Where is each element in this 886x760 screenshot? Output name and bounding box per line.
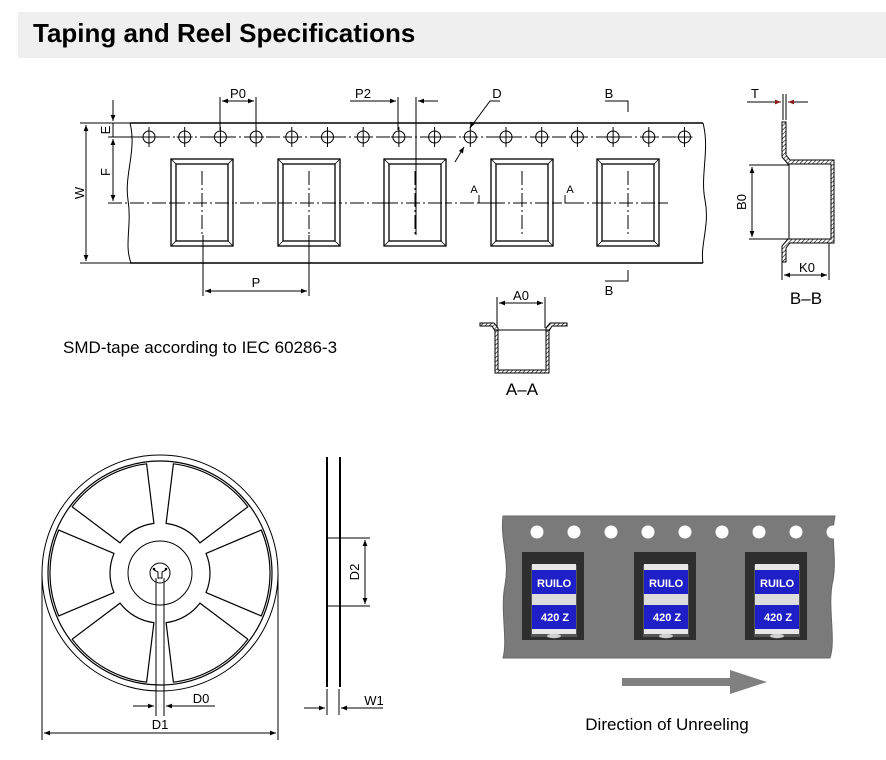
sprocket-hole (426, 127, 443, 147)
section-a-left-mark (478, 195, 488, 204)
reel-window (71, 602, 155, 683)
pocket (490, 158, 554, 247)
label-w: W (72, 186, 87, 199)
tape-break-left (126, 122, 133, 264)
reel-window (49, 529, 115, 617)
photo-sprocket-hole (641, 525, 655, 539)
tape-drawing: W E F P0 P2 D B B A A (63, 86, 707, 357)
reel-hub (127, 540, 193, 606)
sprocket-hole (605, 127, 622, 147)
sprocket-hole (533, 127, 550, 147)
section-a-right-mark (564, 195, 572, 204)
component-brand-text: RUILO (537, 578, 572, 590)
sprocket-hole (498, 127, 514, 147)
label-d1: D1 (152, 717, 169, 732)
tape-photo: RUILO 420 Z RUILO 420 Z RUILO 420 Z Direction… (501, 515, 842, 734)
photo-sprocket-hole (604, 525, 618, 539)
reel-window (165, 463, 249, 544)
section-b-bottom-mark (605, 270, 629, 282)
photo-sprocket-hole (567, 525, 581, 539)
unreeling-direction-arrow (622, 670, 767, 694)
dimension-d-leader (469, 100, 500, 129)
photo-sprocket-hole (828, 525, 842, 539)
label-d0: D0 (193, 691, 210, 706)
photo-sprocket-hole (530, 525, 544, 539)
reel-window (205, 529, 271, 617)
section-aa-drawing: A0 A–A (479, 288, 568, 399)
sprocket-hole (319, 127, 336, 147)
pocket (277, 158, 341, 247)
section-aa-profile (479, 322, 568, 374)
section-bb-drawing: T B0 K0 B–B (734, 86, 835, 308)
label-a0: A0 (513, 288, 529, 303)
label-t: T (751, 86, 759, 101)
section-aa-caption: A–A (506, 380, 539, 399)
sprocket-hole (640, 127, 657, 147)
sprocket-holes (141, 127, 693, 147)
label-b-bottom: B (605, 283, 614, 298)
section-bb-caption: B–B (790, 289, 822, 308)
reel-window (165, 602, 249, 683)
sprocket-hole (212, 127, 229, 147)
reel-arbor-hole (149, 562, 171, 584)
sprocket-hole (248, 127, 265, 147)
sprocket-hole (676, 127, 693, 147)
label-f: F (98, 168, 113, 176)
component-brand-text: RUILO (760, 578, 795, 590)
photo-sprocket-hole (789, 525, 803, 539)
component-code-text: 420 Z (653, 612, 681, 624)
photo-component: RUILO 420 Z (745, 552, 807, 640)
photo-caption: Direction of Unreeling (585, 715, 748, 734)
pocket (170, 158, 234, 247)
title-bar (18, 12, 886, 58)
photo-components: RUILO 420 Z RUILO 420 Z RUILO 420 Z (522, 552, 807, 640)
pocket (596, 158, 660, 247)
component-code-text: 420 Z (764, 612, 792, 624)
sprocket-hole (569, 127, 586, 147)
photo-component: RUILO 420 Z (522, 552, 584, 640)
label-a-right: A (566, 184, 574, 196)
label-b0: B0 (734, 194, 749, 210)
photo-sprocket-hole (752, 525, 766, 539)
label-a-left: A (470, 184, 478, 196)
component-code-text: 420 Z (541, 612, 569, 624)
sprocket-hole (283, 127, 300, 147)
sprocket-hole (390, 127, 407, 147)
photo-component: RUILO 420 Z (634, 552, 696, 640)
pockets (170, 158, 660, 247)
label-d2: D2 (347, 564, 362, 581)
label-w1: W1 (364, 693, 384, 708)
photo-sprocket-holes (530, 525, 842, 539)
label-p2: P2 (355, 86, 371, 101)
reel-drawing: D0 D1 D2 W1 (41, 454, 384, 740)
label-p: P (252, 275, 261, 290)
reel-window (71, 463, 155, 544)
tape-caption: SMD-tape according to IEC 60286-3 (63, 338, 337, 357)
label-b-top: B (605, 86, 614, 101)
reel-drive-key (153, 569, 167, 579)
page-title: Taping and Reel Specifications (33, 18, 416, 48)
section-b-top-mark (605, 100, 629, 112)
sprocket-hole (355, 127, 372, 147)
sprocket-hole (462, 127, 479, 147)
photo-sprocket-hole (678, 525, 692, 539)
reel-outer-rim (41, 454, 279, 692)
label-e: E (98, 125, 113, 134)
tape-break-right (701, 122, 707, 264)
sprocket-hole (176, 127, 193, 147)
label-d: D (492, 86, 501, 101)
pocket (383, 158, 447, 247)
label-k0: K0 (799, 260, 815, 275)
component-brand-text: RUILO (649, 578, 684, 590)
reel-windows (47, 460, 273, 686)
photo-sprocket-hole (715, 525, 729, 539)
section-bb-profile (781, 121, 835, 263)
reel-inner-rim (47, 460, 273, 686)
label-p0: P0 (230, 86, 246, 101)
